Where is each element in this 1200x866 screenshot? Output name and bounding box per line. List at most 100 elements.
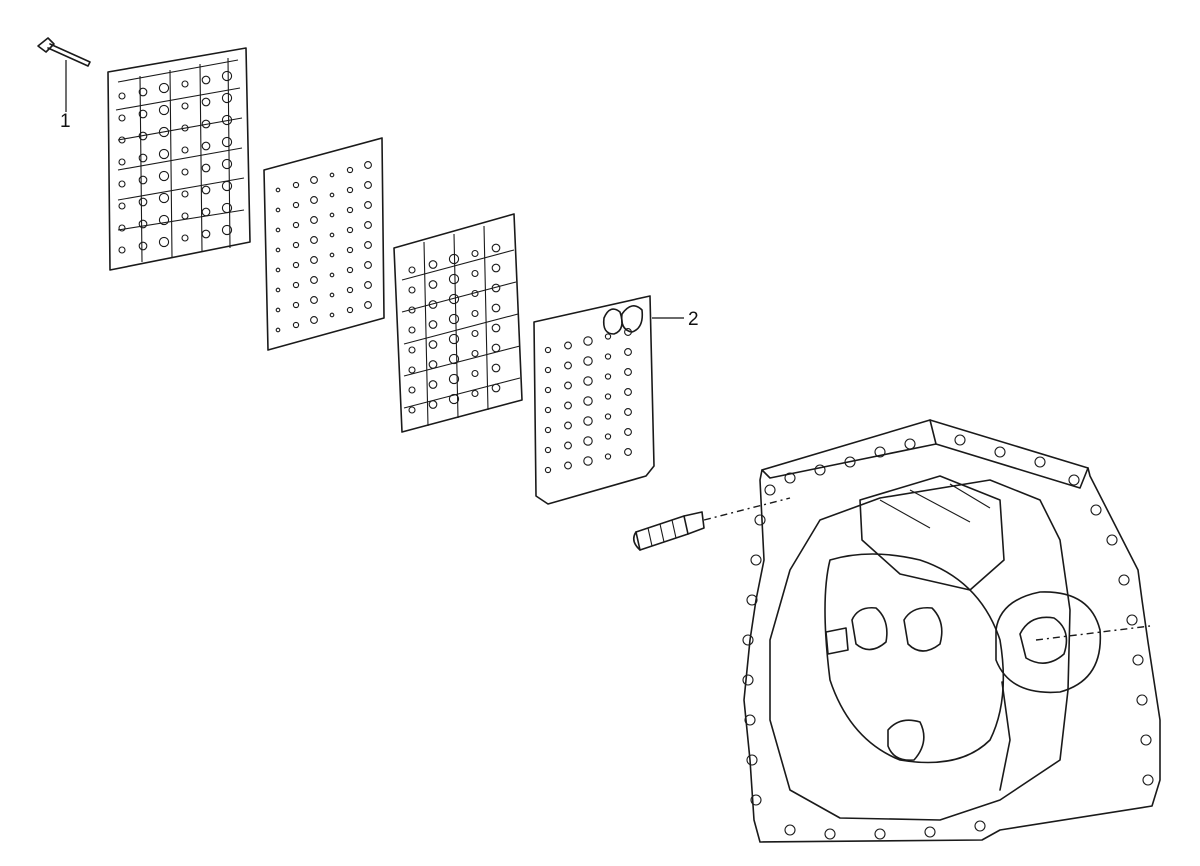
valve-body-hole xyxy=(408,366,416,374)
bolt[interactable] xyxy=(37,37,91,67)
separator-plate-hole xyxy=(364,161,372,169)
valve-body-hole xyxy=(138,131,148,141)
separator-plate-hole xyxy=(329,232,335,238)
housing-bolt-hole xyxy=(746,754,758,766)
separator-plate-hole xyxy=(310,316,318,324)
gasket-plate[interactable] xyxy=(533,295,655,505)
separator-plate-hole xyxy=(364,201,372,209)
housing-bolt-hole xyxy=(904,438,916,450)
housing-bolt-hole xyxy=(1034,456,1046,468)
valve-body-hole xyxy=(471,389,479,398)
valve-body-hole xyxy=(491,243,501,253)
separator-plate-hole xyxy=(364,261,372,269)
valve-body-hole xyxy=(181,212,189,220)
separator-plate-hole xyxy=(275,307,281,313)
gasket-hole xyxy=(564,461,572,470)
transmission-housing[interactable] xyxy=(742,419,1161,843)
valve-body-hole xyxy=(138,109,148,119)
valve-body-hole xyxy=(448,353,460,365)
housing-bolt-hole xyxy=(924,826,936,838)
valve-body-upper[interactable] xyxy=(107,47,251,271)
valve-body-hole xyxy=(448,333,460,345)
valve-body-hole xyxy=(201,97,211,107)
valve-body-hole xyxy=(158,148,170,160)
gasket-hole xyxy=(583,336,593,346)
separator-plate-hole xyxy=(292,261,300,269)
separator-plate-hole xyxy=(346,266,354,274)
separator-plate-hole xyxy=(346,226,354,234)
housing-bolt-hole xyxy=(764,484,776,496)
gasket-hole xyxy=(604,453,612,460)
valve-body-hole xyxy=(118,92,126,100)
valve-body-lower[interactable] xyxy=(393,213,523,433)
valve-body-hole xyxy=(181,146,189,154)
gasket-hole xyxy=(624,348,632,356)
valve-body-hole xyxy=(428,400,438,409)
housing-bolt-hole xyxy=(744,714,756,726)
callout-1: 1 xyxy=(60,60,71,132)
separator-plate-hole xyxy=(292,241,300,249)
housing-center-line xyxy=(1035,625,1151,641)
valve-body-hole xyxy=(491,383,501,393)
valve-body-hole xyxy=(181,168,189,176)
separator-plate-hole xyxy=(346,186,354,194)
valve-body-hole xyxy=(158,192,170,204)
valve-body-hole xyxy=(471,249,479,258)
valve-body-hole xyxy=(158,170,170,182)
gasket-hole xyxy=(624,368,632,376)
separator-plate-hole xyxy=(275,287,281,293)
separator-plate-hole xyxy=(275,327,281,333)
gasket-hole xyxy=(564,361,572,370)
valve-body-hole xyxy=(471,269,479,278)
housing-bolt-hole xyxy=(1090,504,1102,516)
housing-bolt-hole xyxy=(750,554,762,566)
valve-body-hole xyxy=(138,87,148,97)
housing-bolt-hole xyxy=(1142,774,1154,786)
valve-body-hole xyxy=(448,313,460,325)
valve-body-hole xyxy=(491,263,501,273)
housing-bolt-hole xyxy=(1140,734,1152,746)
valve-body-hole xyxy=(158,214,170,226)
valve-body-hole xyxy=(408,406,416,414)
separator-plate-hole xyxy=(329,212,335,218)
valve-body-hole xyxy=(428,340,438,349)
gasket-hole xyxy=(624,388,632,396)
valve-body-hole xyxy=(181,102,189,110)
valve-body-hole xyxy=(138,241,148,251)
gasket-hole xyxy=(583,456,593,466)
valve-body-hole xyxy=(181,190,189,198)
gasket-hole xyxy=(564,401,572,410)
housing-bolt-hole xyxy=(874,446,886,458)
valve-body-hole xyxy=(221,70,233,82)
separator-plate-hole xyxy=(275,207,281,213)
gasket-hole xyxy=(583,416,593,426)
valve-body-hole xyxy=(428,360,438,369)
housing-bolt-hole xyxy=(1136,694,1148,706)
separator-plate-hole xyxy=(346,286,354,294)
separator-plate-hole xyxy=(310,236,318,244)
gasket-hole xyxy=(624,408,632,416)
gasket-hole xyxy=(624,428,632,436)
separator-plate-upper[interactable] xyxy=(263,137,385,351)
housing-bolt-hole xyxy=(746,594,758,606)
housing-bolt-hole xyxy=(754,514,766,526)
valve-body-hole xyxy=(181,80,189,88)
valve-body-hole xyxy=(138,219,148,229)
valve-body-hole xyxy=(181,124,189,132)
gasket-hole xyxy=(604,333,612,340)
valve-body-hole xyxy=(408,286,416,294)
valve-body-hole xyxy=(471,349,479,358)
separator-plate-hole xyxy=(364,301,372,309)
valve-body-hole xyxy=(491,303,501,313)
housing-bolt-hole xyxy=(844,456,856,468)
sensor-plug[interactable] xyxy=(632,511,705,551)
valve-body-hole xyxy=(201,119,211,129)
gasket-hole xyxy=(544,366,552,374)
gasket-hole xyxy=(544,346,552,354)
separator-plate-hole xyxy=(329,312,335,318)
valve-body-hole xyxy=(408,386,416,394)
housing-bolt-hole xyxy=(954,434,966,446)
valve-body-hole xyxy=(471,329,479,338)
separator-plate-hole xyxy=(329,292,335,298)
